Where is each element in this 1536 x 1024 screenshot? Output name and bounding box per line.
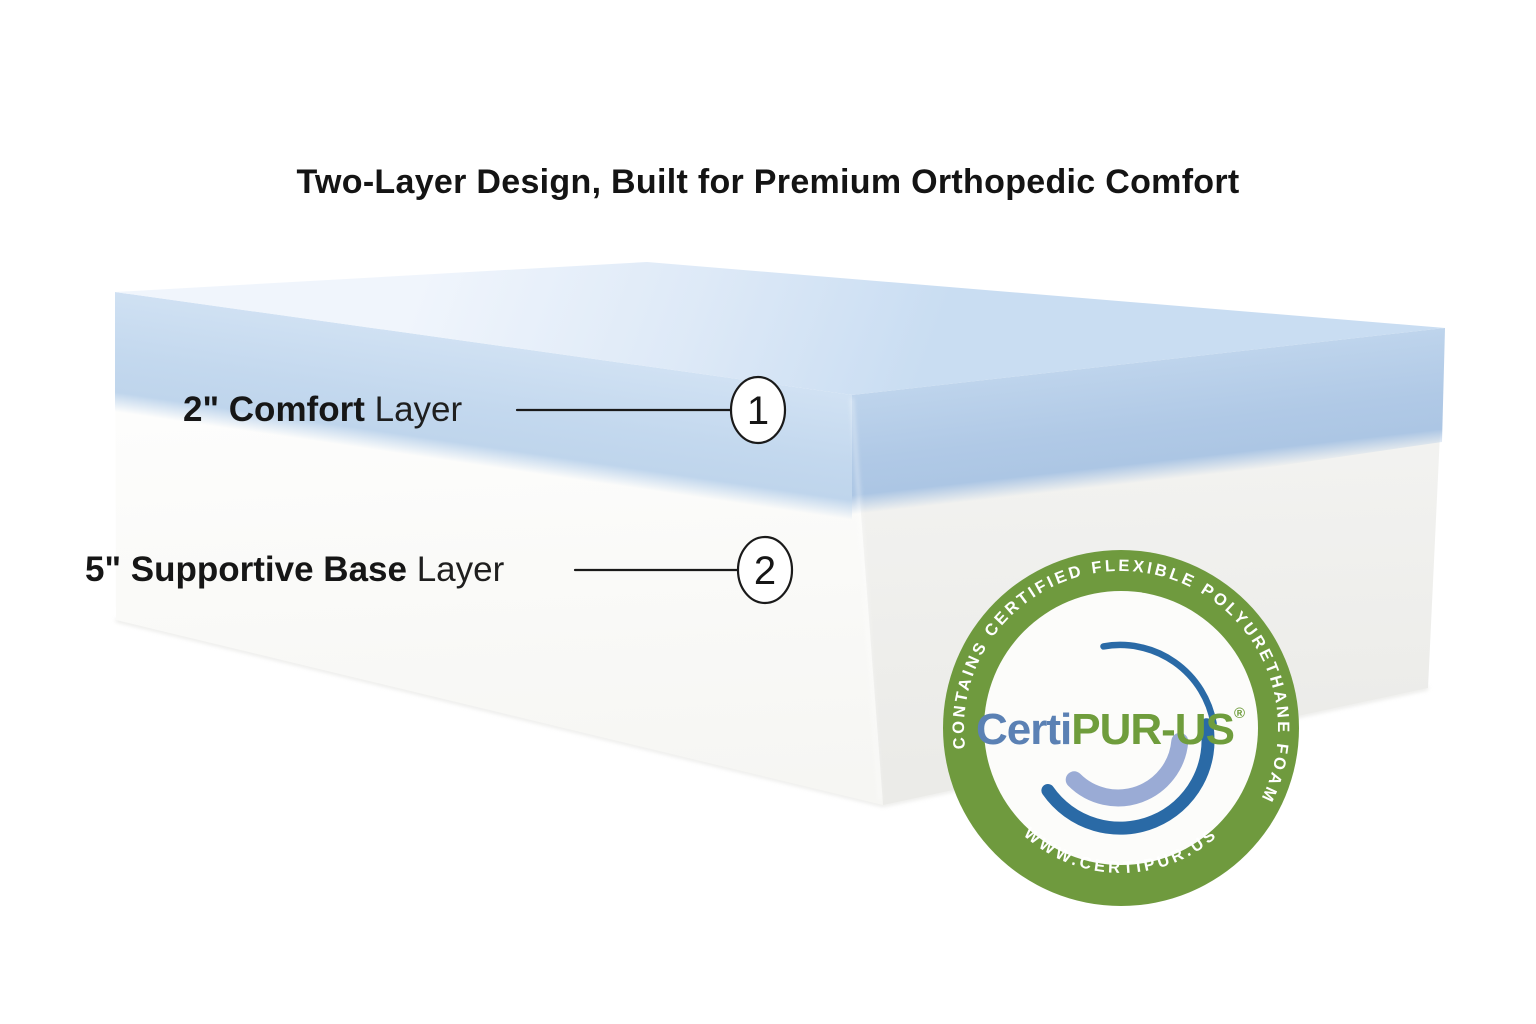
callout-circle-1 [729, 375, 787, 445]
base-layer-label-bold: 5" Supportive Base [85, 550, 407, 589]
certipur-badge: CONTAINS CERTIFIED FLEXIBLE POLYURETHANE… [943, 550, 1299, 906]
badge-wordmark: CertiPUR-US® [976, 705, 1245, 754]
badge-swoosh [1041, 641, 1217, 835]
page-title: Two-Layer Design, Built for Premium Orth… [296, 163, 1240, 201]
comfort-layer-front-face [115, 292, 852, 528]
base-layer-label-regular: Layer [406, 550, 505, 589]
mattress-top-face [115, 262, 1445, 395]
swoosh-tail-dark [1100, 641, 1217, 727]
callout-circle-2 [736, 535, 794, 605]
callout-number-1: 1 [747, 389, 769, 433]
swoosh-main-dark [1041, 718, 1215, 835]
comfort-layer-label-regular: Layer [364, 390, 463, 429]
badge-registered-mark: ® [1234, 705, 1245, 722]
comfort-layer-right-face [852, 328, 1445, 528]
swoosh-inner-light [1065, 732, 1189, 807]
comfort-layer-label: 2" Comfort Layer [183, 389, 462, 431]
comfort-layer-label-bold: 2" Comfort [183, 390, 365, 429]
base-layer-label: 5" Supportive Base Layer [85, 549, 504, 591]
callout-number-2: 2 [754, 549, 776, 593]
badge-wordmark-certi: Certi [976, 705, 1071, 754]
callouts: 1 2 [515, 375, 794, 605]
badge-wordmark-purus: PUR-US [1071, 705, 1234, 754]
front-corner-highlight [850, 397, 882, 801]
